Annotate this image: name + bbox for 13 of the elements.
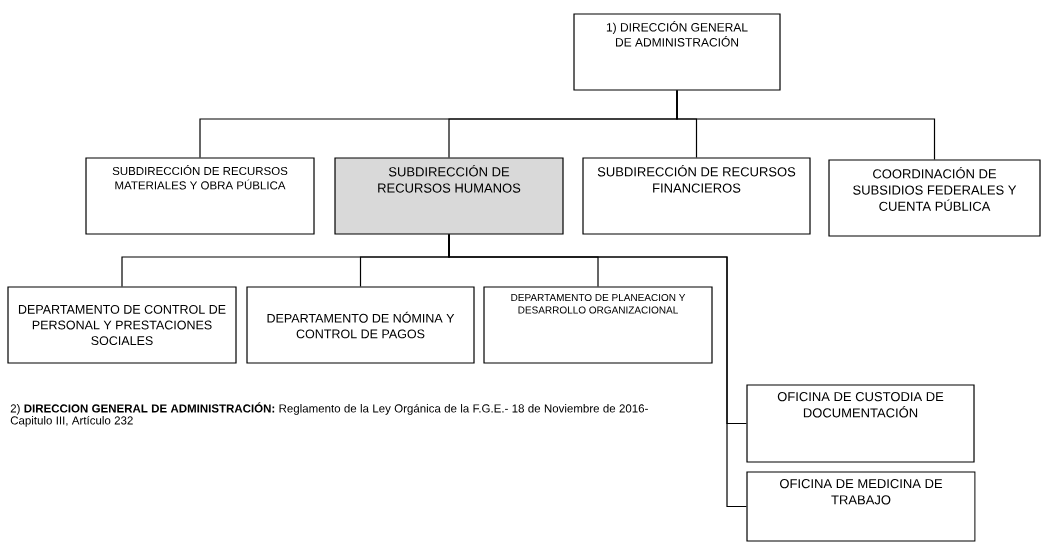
connector	[448, 234, 747, 508]
footnote: 2) DIRECCION GENERAL DE ADMINISTRACIÓN: Reglamento de la Ley Orgánica de la F.G.E.- 18 de Noviembre de 2016- Capitulo III, Artículo 232	[10, 402, 648, 427]
org-box: OFICINA DE MEDICINA DE TRABAJO	[746, 471, 976, 542]
org-box: DEPARTAMENTO DE NÓMINA Y CONTROL DE PAGOS	[246, 286, 475, 364]
org-box: OFICINA DE CUSTODIA DE DOCUMENTACIÓN	[746, 384, 975, 463]
org-box: SUBDIRECCIÓN DE RECURSOS FINANCIEROS	[582, 157, 811, 235]
highlighted-box: SUBDIRECCIÓN DE RECURSOS HUMANOS	[334, 157, 564, 235]
org-box: DEPARTAMENTO DE CONTROL DE PERSONAL Y PRESTACIONES SOCIALES	[7, 286, 237, 364]
org-box: SUBDIRECCIÓN DE RECURSOS MATERIALES Y OBRA PÚBLICA	[85, 157, 315, 235]
org-box: COORDINACIÓN DE SUBSIDIOS FEDERALES Y CUENTA PÚBLICA	[828, 159, 1041, 237]
connector	[676, 90, 936, 160]
org-box: 1) DIRECCIÓN GENERAL DE ADMINISTRACIÓN	[573, 13, 781, 91]
org-box: DEPARTAMENTO DE PLANEACION Y DESARROLLO ORGANIZACIONAL	[483, 286, 713, 364]
